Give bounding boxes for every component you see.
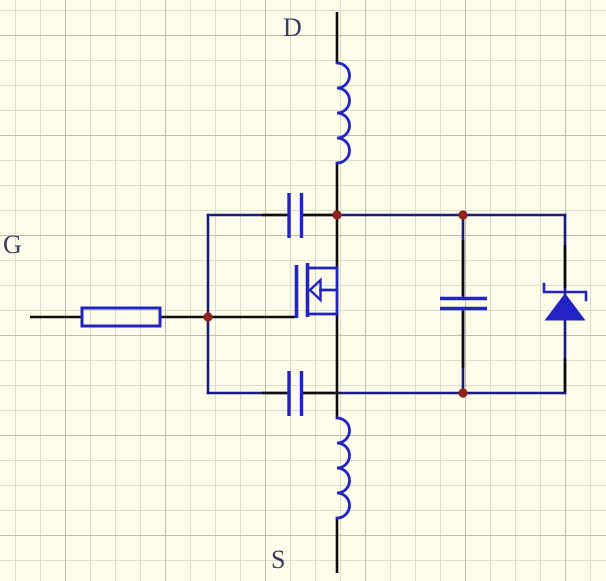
diode-anode-triangle (544, 293, 586, 321)
diode-cathode-bar (542, 282, 588, 302)
source-terminal-label: S (271, 545, 285, 574)
terminal-labels: D G S (3, 13, 302, 574)
gate-source-capacitor (287, 371, 304, 416)
gate-drain-capacitor (287, 193, 304, 238)
gate-resistor-body (80, 306, 162, 328)
wires (206, 213, 567, 395)
drain-terminal-label: D (283, 13, 302, 42)
leads (30, 12, 567, 573)
cds-plates (440, 296, 487, 311)
gate-terminal-label: G (3, 230, 22, 259)
drain-rail-junction-dot (332, 210, 342, 220)
cgs-plates (287, 371, 304, 416)
drain-inductor-coil (335, 61, 351, 165)
cds-top-junction-dot (458, 210, 468, 220)
drain-inductor (335, 61, 351, 165)
mosfet-arrow (308, 277, 322, 303)
cds-bottom-junction-dot (458, 388, 468, 398)
body-diode (542, 282, 588, 321)
source-inductor (335, 416, 351, 520)
gate-resistor (80, 306, 162, 328)
drain-source-capacitor (440, 296, 487, 311)
gate-junction-dot (203, 312, 213, 322)
mosfet (294, 263, 339, 318)
junction-dots (203, 210, 468, 398)
cgd-plates (287, 193, 304, 238)
source-inductor-coil (335, 416, 351, 520)
